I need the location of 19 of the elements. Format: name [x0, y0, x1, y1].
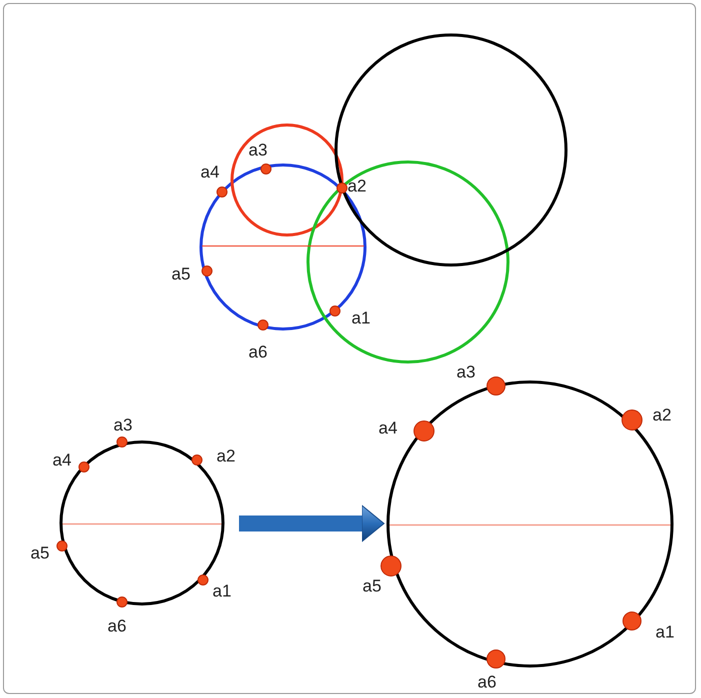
point-label: a2: [652, 406, 672, 424]
point-label: a6: [478, 674, 496, 690]
block-arrow: [239, 505, 384, 542]
point-label: a3: [248, 142, 268, 158]
point-label: a2: [348, 178, 366, 194]
point-label: a6: [248, 344, 268, 360]
point-label: a1: [212, 582, 232, 600]
point-label: a5: [362, 578, 382, 594]
point-label: a2: [216, 448, 236, 464]
point-label: a1: [352, 310, 370, 326]
point-label: a3: [114, 416, 132, 434]
point-label: a5: [172, 266, 190, 282]
point-label: a4: [52, 452, 72, 468]
point-label: a4: [378, 420, 398, 436]
point-label: a1: [656, 624, 674, 640]
point-label: a3: [456, 364, 476, 380]
point-label: a4: [200, 164, 220, 180]
point-label: a6: [108, 618, 126, 634]
point-label: a5: [30, 544, 50, 562]
